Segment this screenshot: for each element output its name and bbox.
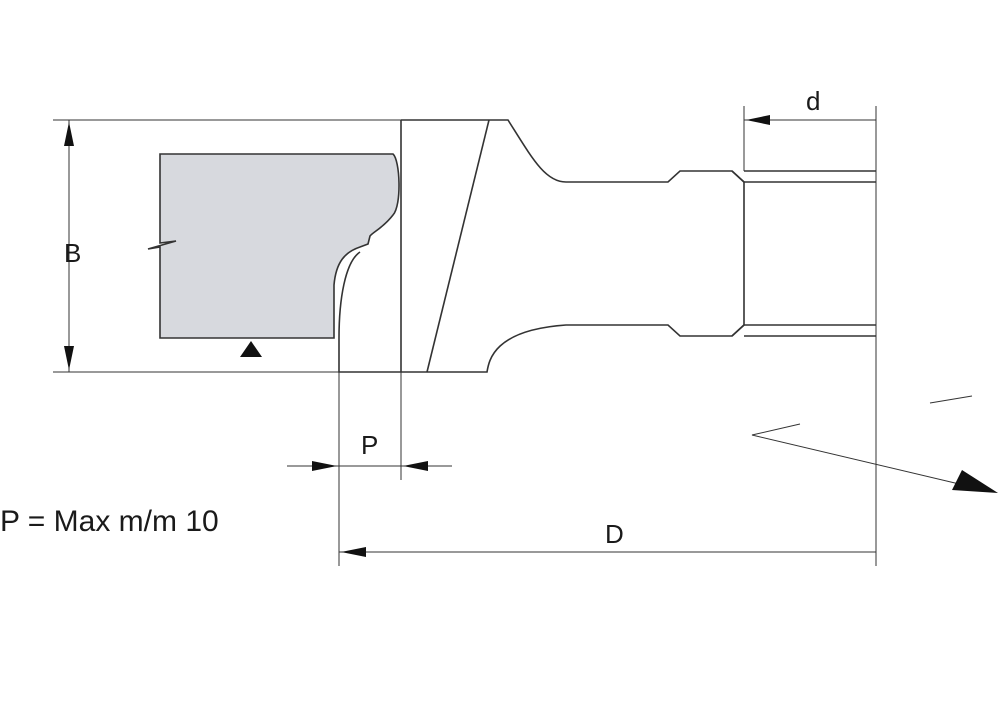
workpiece-profile: [147, 153, 400, 339]
rotation-direction-lines: [751, 395, 994, 493]
cutter-rake-line: [426, 119, 490, 373]
dimension-label-b: B: [64, 238, 81, 268]
max-depth-formula: P = Max m/m 10: [0, 505, 219, 538]
d-arrow-left: [746, 115, 770, 125]
p-arrow-left: [312, 461, 337, 471]
d-extension-lines: [743, 106, 877, 566]
p-extension-lines: [338, 372, 402, 566]
dimension-label-d-small: d: [806, 86, 820, 116]
dimension-label-d-large: D: [605, 519, 624, 549]
cutter-body-outline: [338, 119, 745, 373]
feed-direction-marker: [240, 341, 262, 357]
bore-left-edge: [731, 170, 745, 337]
rotation-direction-arrow: [952, 470, 998, 493]
b-arrow-top: [64, 122, 74, 146]
bore-edges: [744, 170, 876, 337]
big-d-arrow-left: [341, 547, 366, 557]
dimension-label-p: P: [361, 430, 378, 460]
b-extension-lines: [53, 119, 401, 373]
p-arrow-right: [403, 461, 428, 471]
b-arrow-bottom: [64, 346, 74, 370]
